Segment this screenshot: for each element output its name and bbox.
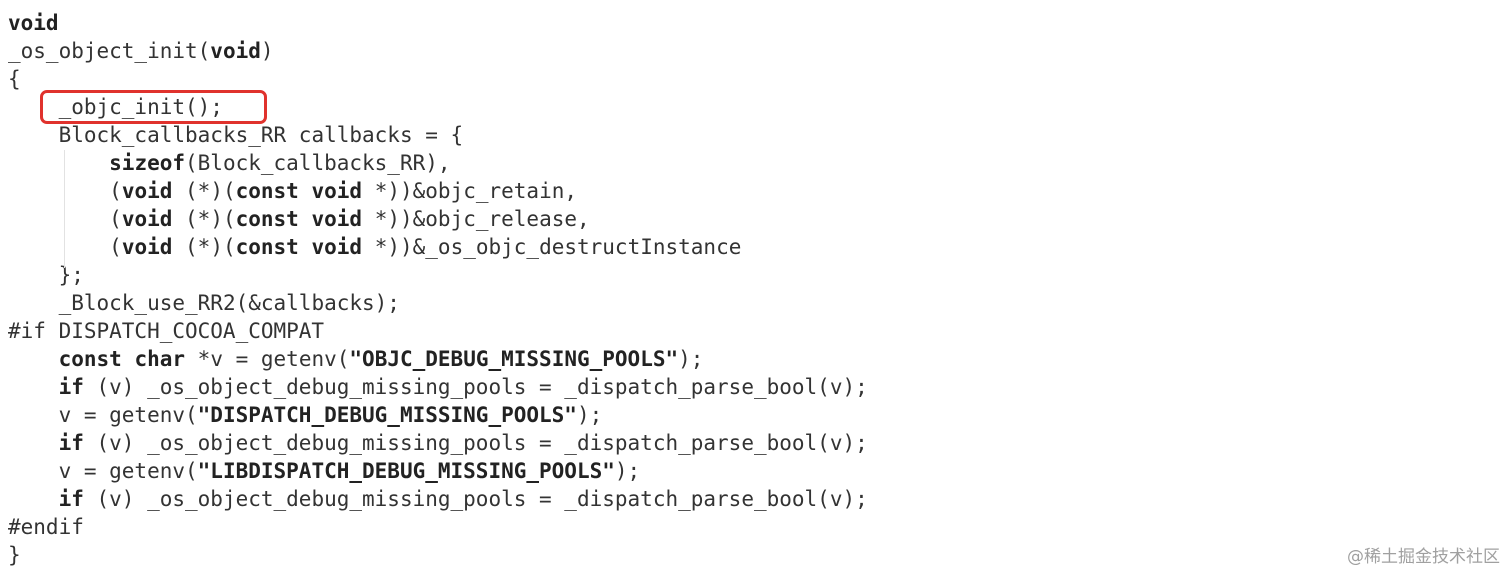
code-block: void _os_object_init(void) { _objc_init(…: [8, 9, 868, 569]
code-text: *))&objc_retain,: [362, 179, 577, 203]
code-text: (v) _os_object_debug_missing_pools = _di…: [83, 375, 868, 399]
keyword: void: [311, 207, 363, 231]
code-text: );: [678, 347, 704, 371]
code-line-4: _objc_init();: [8, 93, 868, 121]
keyword: const: [235, 235, 299, 259]
code-line-14: if (v) _os_object_debug_missing_pools = …: [8, 373, 868, 401]
code-text: *))&_os_objc_destructInstance: [362, 235, 742, 259]
indent-guide: [64, 150, 65, 268]
code-line-5: Block_callbacks_RR callbacks = {: [8, 121, 868, 149]
keyword: void: [8, 11, 59, 35]
code-line-16: if (v) _os_object_debug_missing_pools = …: [8, 429, 868, 457]
keyword: void: [121, 179, 173, 203]
highlighted-call: _objc_init();: [58, 95, 223, 119]
code-text: (Block_callbacks_RR),: [185, 151, 451, 175]
code-line-8: (void (*)(const void *))&objc_release,: [109, 207, 590, 231]
keyword: if: [58, 375, 84, 399]
watermark: @稀土掘金技术社区: [1347, 547, 1500, 567]
code-line-19: #endif: [8, 513, 868, 541]
highlight-annotation-box: [40, 90, 267, 124]
keyword: sizeof: [109, 151, 186, 175]
code-text: ): [260, 39, 274, 63]
function-name: _os_object_init(: [8, 39, 211, 63]
code-line-6: sizeof(Block_callbacks_RR),: [8, 149, 868, 177]
keyword: void: [311, 235, 363, 259]
string-literal: "OBJC_DEBUG_MISSING_POOLS": [349, 347, 679, 371]
keyword: const: [235, 179, 299, 203]
keyword: void: [121, 207, 173, 231]
code-text: v = getenv(: [58, 403, 198, 427]
code-line-18: if (v) _os_object_debug_missing_pools = …: [8, 485, 868, 513]
code-line-15: v = getenv("DISPATCH_DEBUG_MISSING_POOLS…: [8, 401, 868, 429]
code-text: Block_callbacks_RR callbacks = {: [58, 123, 464, 147]
code-text: *))&objc_release,: [362, 207, 590, 231]
code-text: _Block_use_RR2(&callbacks);: [58, 291, 400, 315]
code-line-13: const char *v = getenv("OBJC_DEBUG_MISSI…: [8, 345, 868, 373]
keyword: if: [58, 487, 84, 511]
code-line-10: };: [8, 261, 868, 289]
code-text: }: [8, 543, 21, 567]
string-literal: "DISPATCH_DEBUG_MISSING_POOLS": [197, 403, 577, 427]
keyword: const: [235, 207, 299, 231]
keyword: if: [58, 431, 84, 455]
code-text: (v) _os_object_debug_missing_pools = _di…: [83, 487, 868, 511]
code-text: *v = getenv(: [185, 347, 350, 371]
code-line-11: _Block_use_RR2(&callbacks);: [8, 289, 868, 317]
code-line-1: void: [8, 9, 868, 37]
code-line-2: _os_object_init(void): [8, 37, 868, 65]
keyword: const: [58, 347, 122, 371]
keyword: void: [210, 39, 261, 63]
code-text: (v) _os_object_debug_missing_pools = _di…: [83, 431, 868, 455]
code-line-12: #if DISPATCH_COCOA_COMPAT: [8, 317, 868, 345]
code-text: );: [576, 403, 603, 427]
code-line-3: {: [8, 65, 868, 93]
preprocessor-directive: #if DISPATCH_COCOA_COMPAT: [8, 319, 325, 343]
code-line-17: v = getenv("LIBDISPATCH_DEBUG_MISSING_PO…: [8, 457, 868, 485]
code-text: };: [58, 263, 84, 287]
string-literal: "LIBDISPATCH_DEBUG_MISSING_POOLS": [197, 459, 615, 483]
code-text: );: [614, 459, 641, 483]
code-text: {: [8, 67, 21, 91]
code-line-20: }: [8, 541, 868, 569]
code-line-9: (void (*)(const void *))&_os_objc_destru…: [109, 235, 742, 259]
preprocessor-directive: #endif: [8, 515, 84, 539]
keyword: void: [311, 179, 363, 203]
code-text: v = getenv(: [58, 459, 198, 483]
code-line-7: (void (*)(const void *))&objc_retain,: [109, 179, 577, 203]
keyword: char: [134, 347, 186, 371]
keyword: void: [121, 235, 173, 259]
